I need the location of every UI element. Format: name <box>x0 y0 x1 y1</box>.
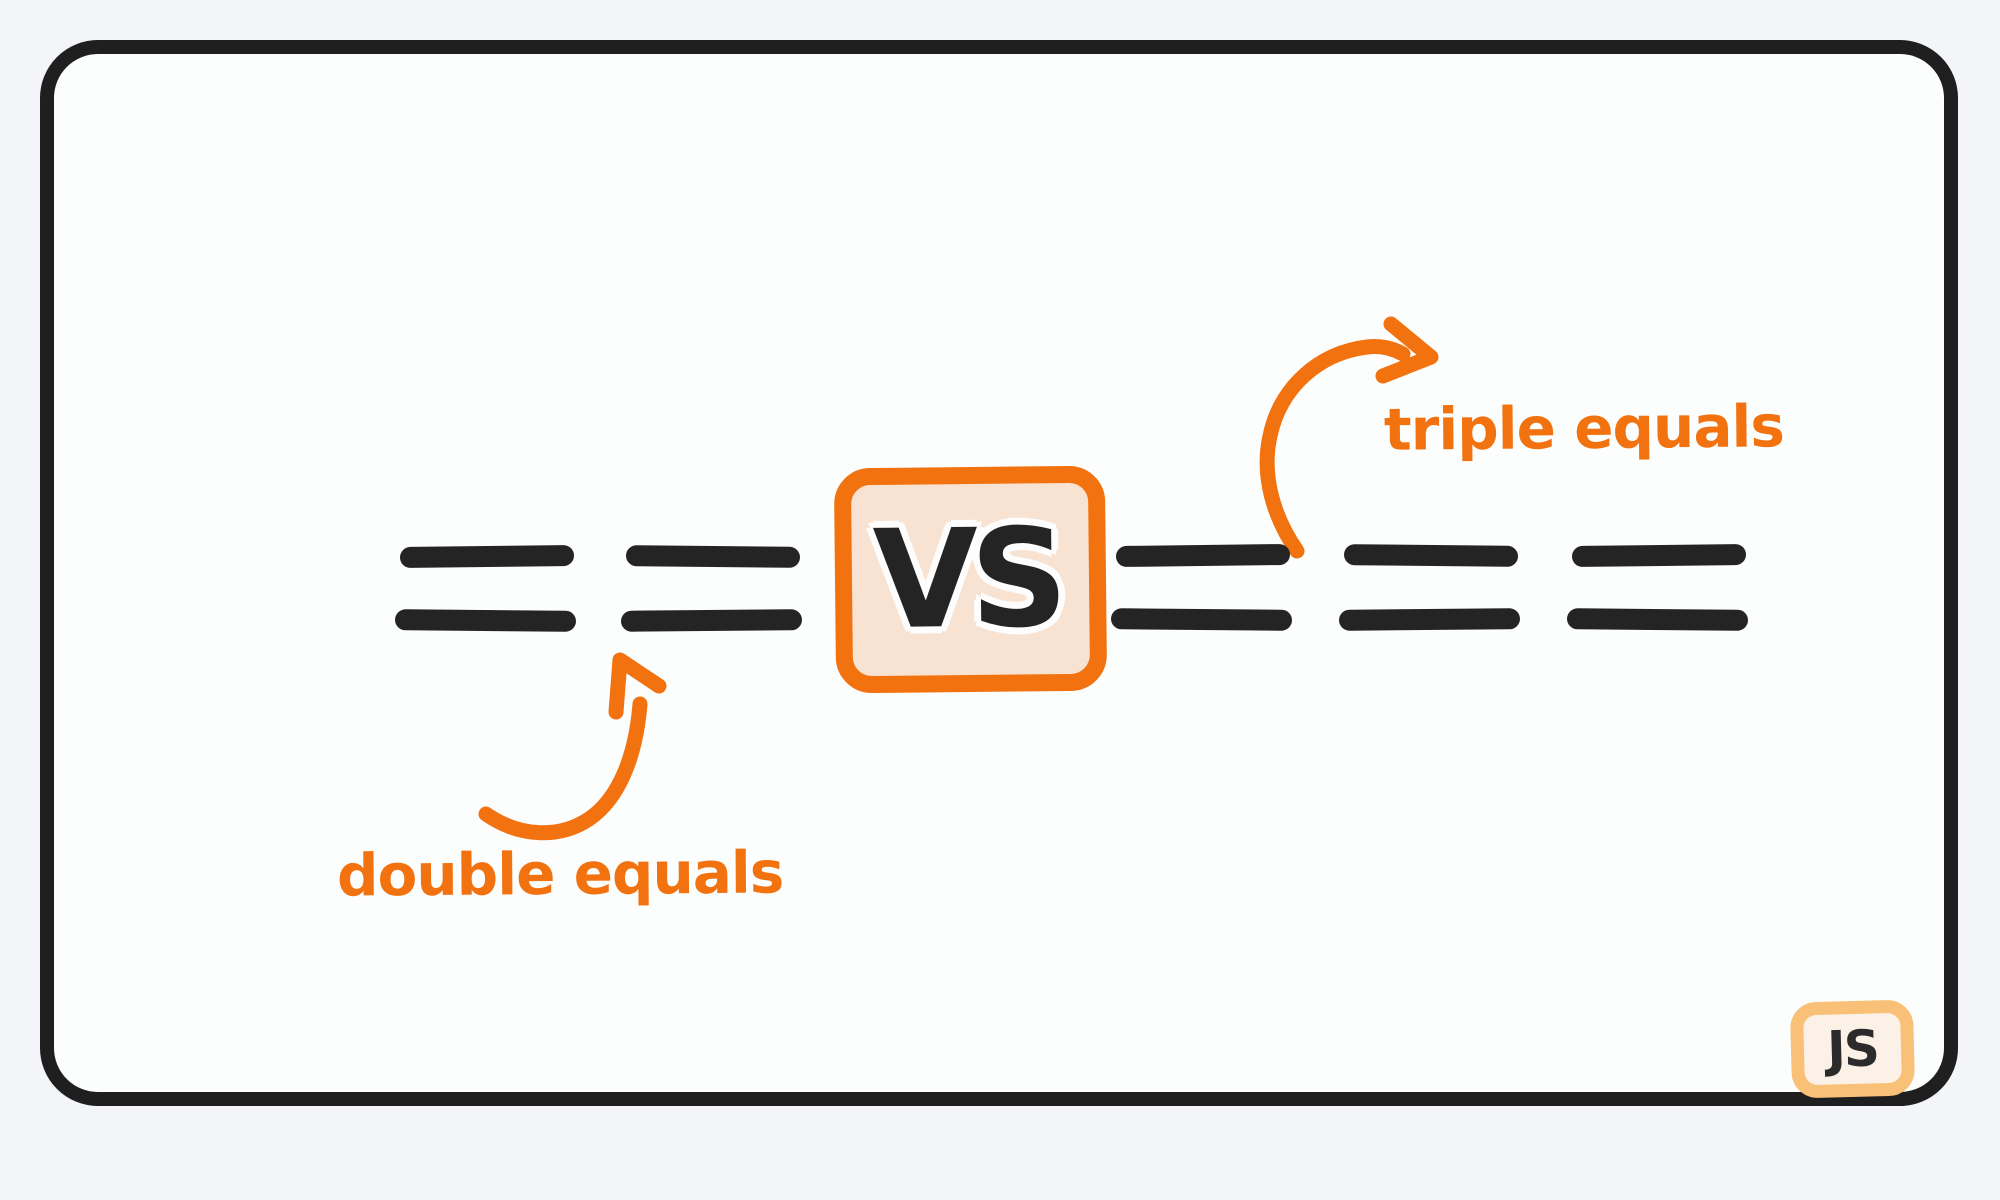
vs-box: VS <box>833 465 1108 694</box>
triple-equals-symbol <box>1110 543 1749 631</box>
double-equals-arrowhead <box>608 652 667 720</box>
equals-bar <box>394 609 577 632</box>
js-badge: JS <box>1789 999 1916 1099</box>
double-equals-symbol <box>394 544 803 632</box>
equals-bar <box>1110 608 1293 631</box>
equals-sign <box>1338 544 1521 631</box>
triple-equals-label: triple equals <box>1383 392 1785 464</box>
equals-bar <box>1566 608 1749 631</box>
equals-bar <box>1338 608 1521 631</box>
illustration-canvas: VS double equals triple equals JS <box>40 40 1958 1106</box>
equals-bar <box>1571 543 1747 568</box>
equals-bar <box>620 609 803 632</box>
triple-equals-arrow <box>1259 339 1411 559</box>
equals-sign <box>620 545 803 632</box>
double-equals-arrow <box>478 696 648 841</box>
drawing-card: VS double equals triple equals JS <box>40 40 1958 1106</box>
equals-sign <box>394 544 577 632</box>
equals-bar <box>625 545 801 568</box>
equals-bar <box>1343 544 1519 567</box>
triple-equals-arrowhead <box>1375 316 1439 384</box>
page: { "illustration": { "vs_label": "VS", "l… <box>40 40 1958 1106</box>
js-badge-label: JS <box>1826 1019 1879 1079</box>
vs-label: VS <box>872 499 1061 660</box>
equals-sign <box>1110 543 1293 631</box>
double-equals-label: double equals <box>336 838 784 910</box>
equals-sign <box>1566 543 1749 631</box>
equals-bar <box>399 544 575 569</box>
equals-bar <box>1115 543 1291 568</box>
